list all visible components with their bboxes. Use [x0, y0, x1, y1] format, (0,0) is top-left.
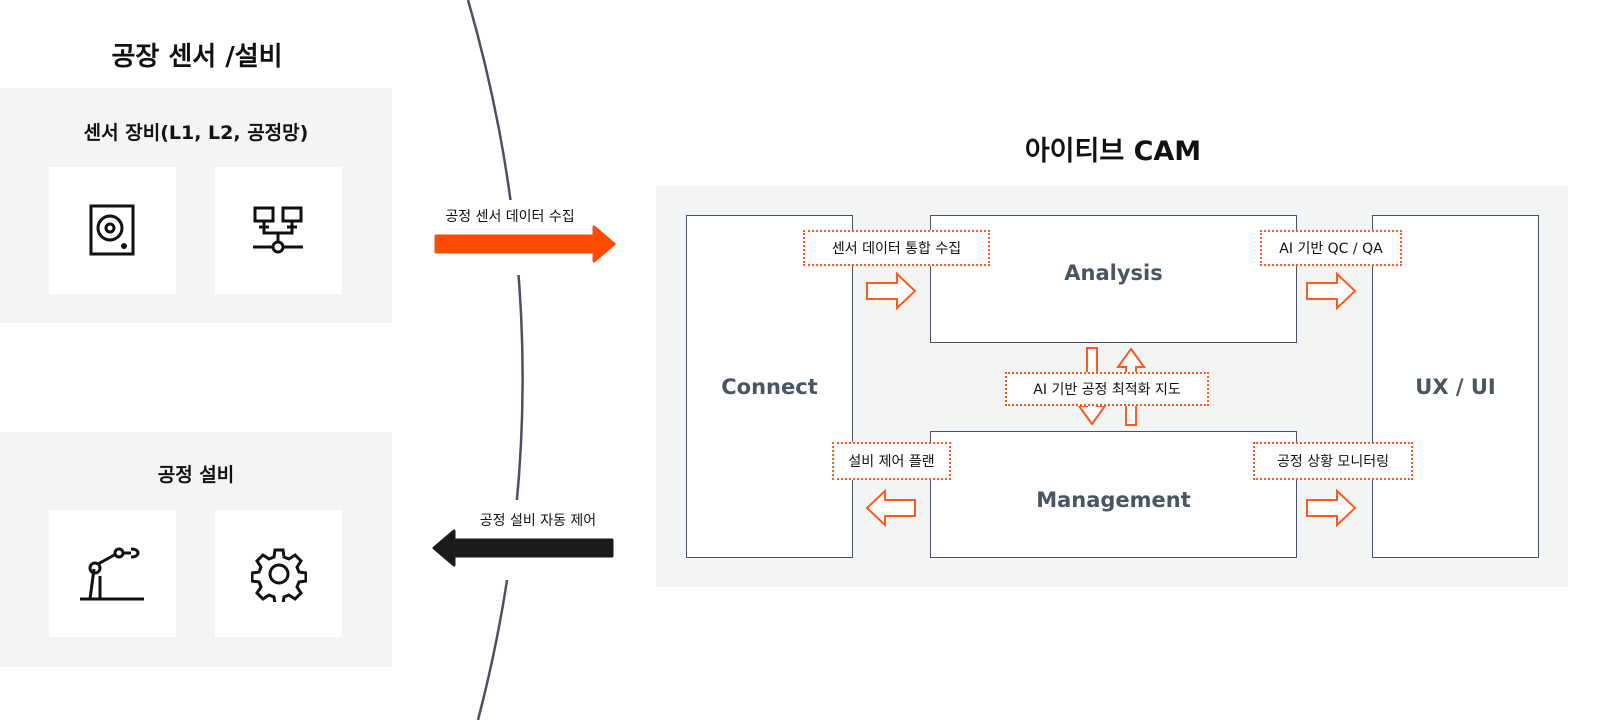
hard-disk-tile: [49, 167, 176, 294]
uxui-module: UX / UI: [1372, 215, 1539, 558]
tag-ai-qc: AI 기반 QC / QA: [1260, 230, 1402, 266]
control-flow-label: 공정 설비 자동 제어: [479, 513, 597, 529]
control-arrow: [432, 529, 614, 567]
factory-title: 공장 센서 /설비: [111, 42, 283, 72]
gear-tile: [215, 510, 342, 637]
network-icon: [252, 206, 303, 253]
robot-arm-tile: [49, 510, 176, 637]
sensor-panel-title: 센서 장비(L1, L2, 공정망): [83, 122, 309, 144]
equipment-panel-title: 공정 설비: [157, 464, 235, 486]
tag-monitoring: 공정 상황 모니터링: [1253, 442, 1413, 480]
collect-flow-label: 공정 센서 데이터 수집: [445, 209, 575, 225]
equipment-panel: 공정 설비: [0, 432, 392, 667]
cam-title: 아이티브 CAM: [1024, 136, 1202, 167]
hard-disk-icon: [89, 204, 134, 255]
robot-arm-icon: [79, 547, 144, 600]
sensor-panel: 센서 장비(L1, L2, 공정망): [0, 88, 392, 323]
analysis-module: Analysis: [930, 215, 1297, 343]
tag-sensor-integration: 센서 데이터 통합 수집: [803, 230, 990, 266]
connect-module: Connect: [686, 215, 853, 558]
gear-icon: [250, 548, 307, 602]
network-tile: [215, 167, 342, 294]
tag-ai-optimization: AI 기반 공정 최적화 지도: [1005, 372, 1209, 406]
collect-arrow: [434, 225, 616, 263]
tag-control-plan: 설비 제어 플랜: [832, 442, 951, 480]
management-module: Management: [930, 431, 1297, 558]
